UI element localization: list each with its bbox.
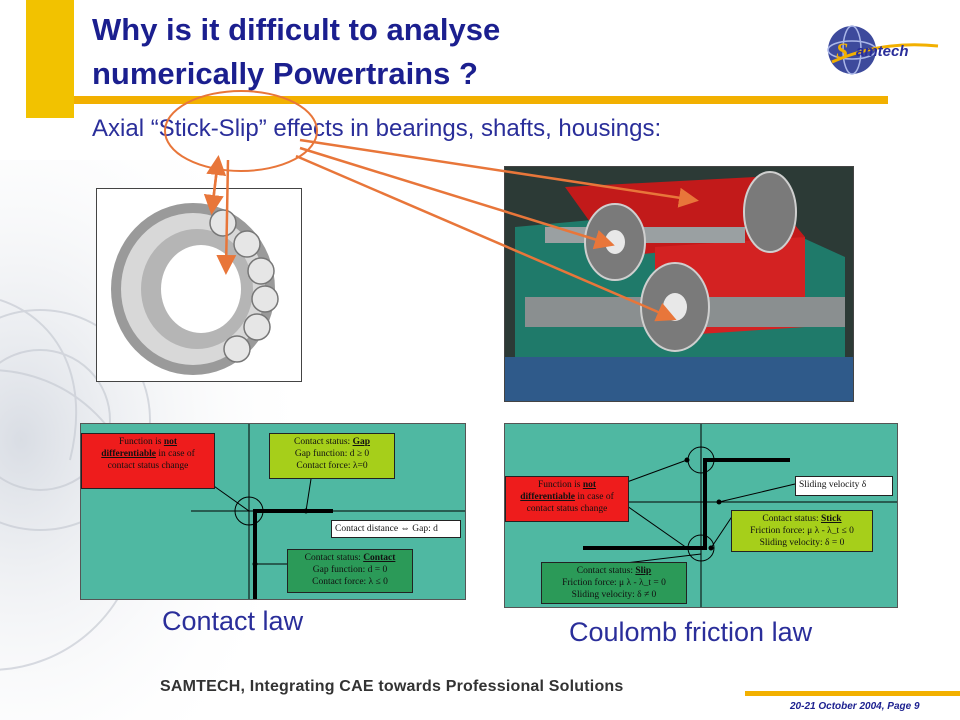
slide-title: Why is it difficult to analyse numerical… — [92, 8, 812, 96]
samtech-logo: S amtech — [827, 25, 939, 75]
slip-status-note: Contact status: Slip Friction force: μ λ… — [541, 562, 687, 604]
contact-law-label: Contact law — [162, 606, 304, 636]
gap-status-note: Contact status: Gap Gap function: d ≥ 0 … — [269, 433, 395, 479]
footer-line — [745, 691, 960, 696]
coulomb-law-diagram: Function is not differentiable in case o… — [504, 423, 898, 608]
contact-law-diagram: Function is not differentiable in case o… — [80, 423, 466, 600]
title-line-1: Why is it difficult to analyse — [92, 12, 501, 47]
svg-text:amtech: amtech — [856, 43, 909, 60]
svg-text:S: S — [836, 38, 848, 63]
footer-tagline: SAMTECH, Integrating CAE towards Profess… — [160, 678, 624, 695]
not-differentiable-note: Function is not differentiable in case o… — [505, 476, 629, 522]
stick-status-note: Contact status: Stick Friction force: μ … — [731, 510, 873, 552]
roller-bearing-drawing — [111, 203, 279, 375]
title-underline — [74, 96, 888, 104]
contact-distance-label: Contact distance ⇔ Gap: d — [331, 520, 461, 538]
gearbox-photo — [504, 166, 854, 402]
gearbox-drawing — [505, 167, 853, 401]
not-differentiable-note: Function is not differentiable in case o… — [81, 433, 215, 489]
accent-bar — [26, 0, 74, 118]
sliding-velocity-label: Sliding velocity δ — [795, 476, 893, 496]
bearing-image — [96, 188, 302, 382]
contact-status-note: Contact status: Contact Gap function: d … — [287, 549, 413, 593]
coulomb-law-graph — [583, 424, 897, 607]
subtitle: Axial “Stick-Slip” effects in bearings, … — [92, 115, 662, 142]
title-line-2: numerically Powertrains ? — [92, 56, 478, 91]
contact-law-graph — [191, 424, 465, 599]
footer-date-page: 20-21 October 2004, Page 9 — [790, 701, 920, 712]
coulomb-law-label: Coulomb friction law — [569, 617, 813, 647]
